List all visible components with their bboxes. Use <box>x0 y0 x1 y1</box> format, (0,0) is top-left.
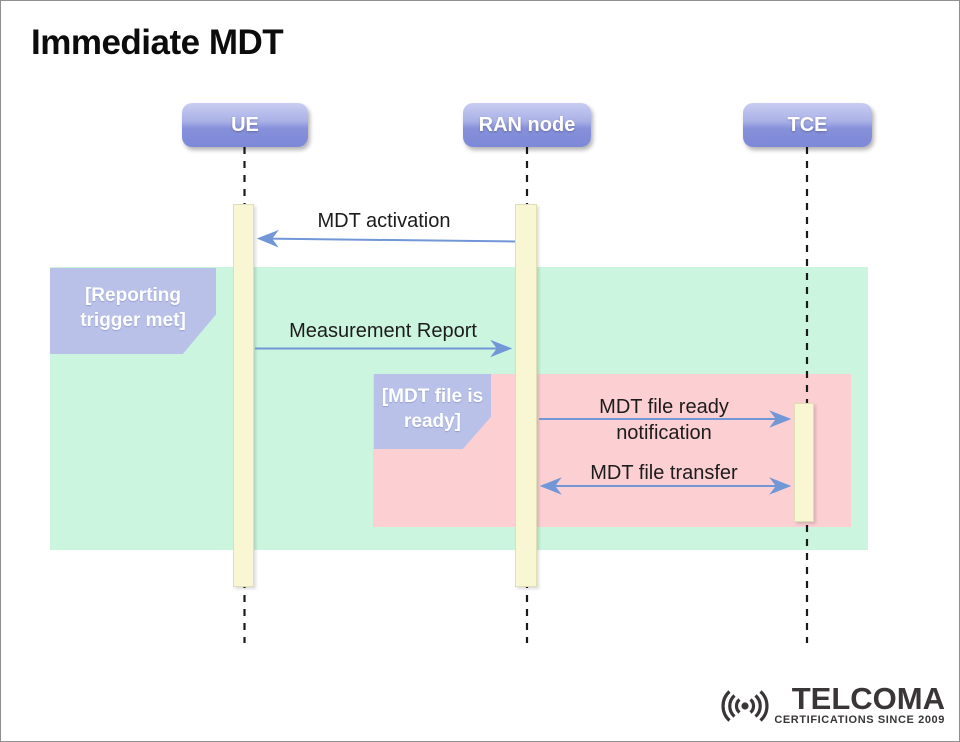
actor-box-tce: TCE <box>743 103 872 147</box>
actor-label-ran-node: RAN node <box>478 113 576 136</box>
actor-box-ran-node: RAN node <box>463 103 591 147</box>
note-reporting-line2: trigger met] <box>80 310 186 331</box>
page-title: Immediate MDT <box>31 23 284 62</box>
logo-brand: TELCOMA <box>791 681 945 716</box>
actor-label-tce: TCE <box>787 113 828 136</box>
message-label-mdt-file-transfer: MDT file transfer <box>590 462 738 484</box>
mdt-file-ready-line2: notification <box>616 422 712 444</box>
message-label-mdt-file-ready: MDT file ready notification <box>554 394 774 446</box>
note-mdt-file-line1: [MDT file is <box>381 385 484 407</box>
note-mdt-file-ready: [MDT file is ready] <box>374 374 491 449</box>
message-label-measurement-report: Measurement Report <box>289 320 477 342</box>
ran-node-activation-bar <box>515 204 537 587</box>
logo-tagline: CERTIFICATIONS SINCE 2009 <box>774 714 945 726</box>
signal-icon <box>721 690 769 722</box>
note-mdt-file-line2: ready] <box>403 410 462 432</box>
mdt-activation-arrow <box>256 229 516 248</box>
telcoma-logo: TELCOMA CERTIFICATIONS SINCE 2009 <box>719 683 945 729</box>
logo-text: TELCOMA CERTIFICATIONS SINCE 2009 <box>774 681 945 726</box>
actor-label-ue: UE <box>231 113 259 136</box>
actor-box-ue: UE <box>182 103 308 147</box>
message-label-mdt-activation: MDT activation <box>317 210 451 232</box>
note-reporting-line1: [Reporting <box>84 285 182 306</box>
note-reporting-trigger: [Reporting trigger met] <box>50 268 216 354</box>
tce-activation-bar <box>794 403 814 522</box>
ue-activation-bar <box>233 204 254 587</box>
mdt-file-ready-line1: MDT file ready <box>599 396 729 418</box>
